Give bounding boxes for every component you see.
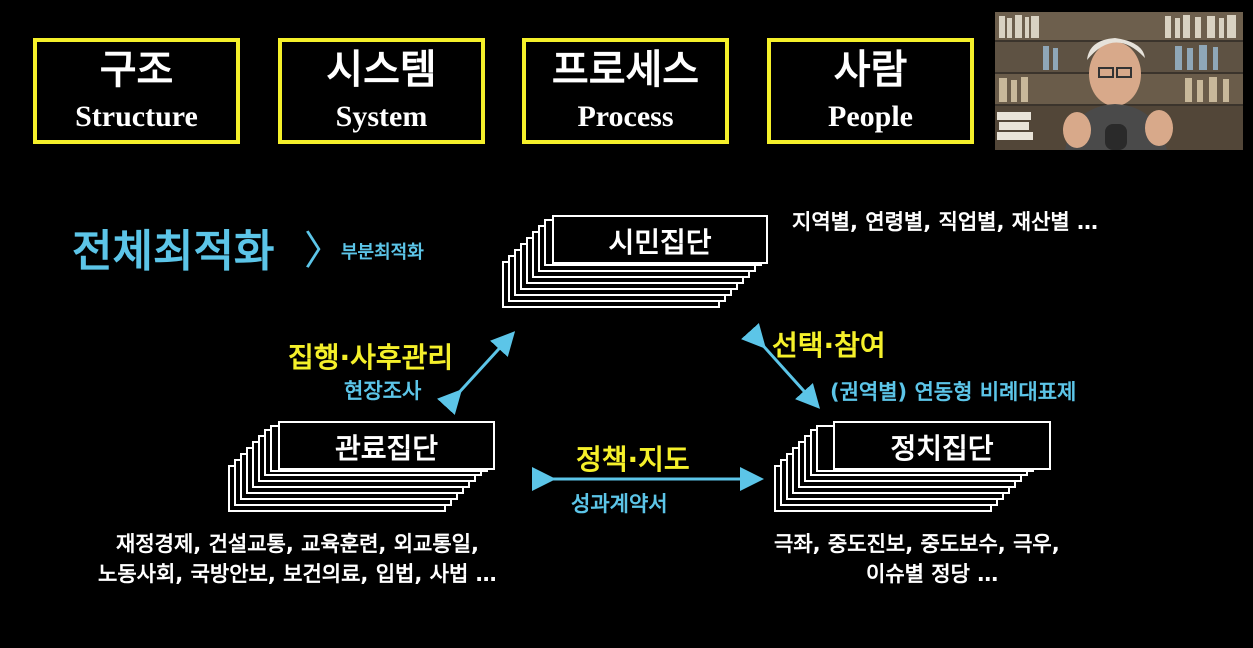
- box-system-en: System: [335, 100, 428, 133]
- relation-left-main: 집행·사후관리: [288, 341, 454, 374]
- bureaucracy-stack: [228, 421, 495, 512]
- citizens-stack: [502, 215, 768, 308]
- box-process: 프로세스 Process: [522, 38, 729, 144]
- bureaucracy-description-line1: 재정경제, 건설교통, 교육훈련, 외교통일,: [116, 532, 479, 556]
- box-system: 시스템 System: [278, 38, 485, 144]
- citizens-description: 지역별, 연령별, 직업별, 재산별 …: [792, 210, 1099, 234]
- box-structure-ko: 구조: [99, 47, 174, 93]
- politics-description-line2: 이슈별 정당 …: [866, 562, 999, 586]
- heading-global-optimization: 전체최적화: [72, 226, 275, 277]
- box-structure: 구조 Structure: [33, 38, 240, 144]
- box-system-ko: 시스템: [326, 47, 437, 93]
- speaker-video-image: [995, 12, 1243, 150]
- relation-right-main: 선택·참여: [772, 329, 886, 362]
- node-citizens-label: 시민집단: [608, 226, 712, 259]
- greater-than-symbol: 〉: [304, 228, 344, 274]
- box-people-en: People: [828, 100, 913, 133]
- node-bureaucracy-label: 관료집단: [334, 432, 439, 465]
- speaker-video: [995, 12, 1243, 150]
- box-process-en: Process: [577, 100, 674, 133]
- box-structure-en: Structure: [75, 100, 198, 133]
- node-politics-label: 정치집단: [890, 432, 994, 465]
- relation-bottom-main: 정책·지도: [576, 443, 690, 476]
- heading-partial-optimization: 부분최적화: [341, 242, 424, 263]
- box-process-ko: 프로세스: [551, 47, 700, 93]
- bureaucracy-description-line2: 노동사회, 국방안보, 보건의료, 입법, 사법 …: [98, 562, 497, 586]
- box-people-ko: 사람: [833, 47, 908, 93]
- relation-bottom-sub: 성과계약서: [571, 492, 668, 516]
- box-people: 사람 People: [767, 38, 974, 144]
- politics-description-line1: 극좌, 중도진보, 중도보수, 극우,: [774, 532, 1060, 556]
- arrow-right: [741, 323, 821, 409]
- relation-left-sub: 현장조사: [344, 379, 422, 403]
- relation-right-sub: (권역별) 연동형 비례대표제: [830, 380, 1077, 404]
- arrow-left: [437, 331, 516, 415]
- politics-stack: [774, 421, 1051, 512]
